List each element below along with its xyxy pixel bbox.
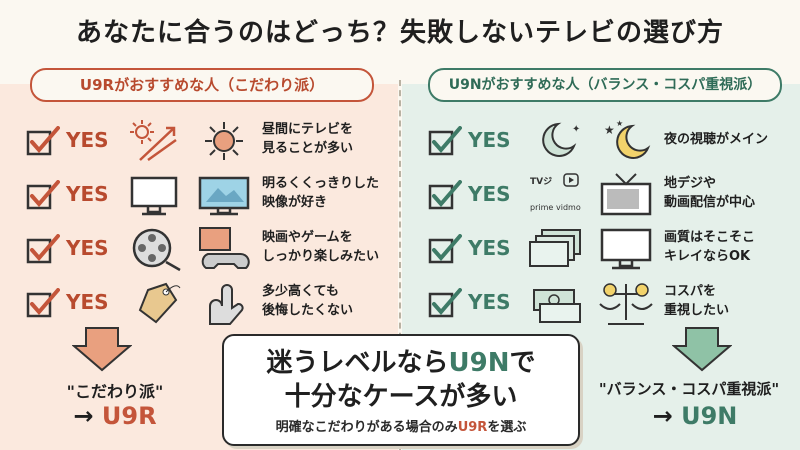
conclusion-line-3-post: を選ぶ: [487, 420, 527, 435]
u9r-row-3-text: 映画やゲームを しっかり楽しみたい: [262, 230, 380, 264]
checkbox-icon: [26, 180, 60, 210]
checkbox-icon: [428, 126, 462, 156]
conclusion-line-3-model: U9R: [457, 420, 488, 435]
yes-label: YES: [468, 128, 511, 152]
thinking-hand-icon: [209, 284, 244, 325]
tv-icon: [130, 176, 178, 216]
yes-label: YES: [468, 290, 511, 314]
sun-icon: [205, 122, 243, 160]
u9n-result-model: U9N: [681, 402, 738, 430]
u9r-row-4: YES 多少高くても 後悔したくない: [26, 280, 398, 330]
u9r-header: U9Rがおすすめな人（こだわり派）: [30, 68, 374, 102]
u9n-header: U9Nがおすすめな人（バランス・コスパ重視派）: [428, 68, 782, 102]
u9r-row-2-text: 明るくくっきりした 映像が好き: [262, 176, 380, 210]
panel-divider: [399, 80, 401, 450]
price-tag-icon: [138, 282, 181, 324]
u9r-row-1-text: 昼間にテレビを 見ることが多い: [262, 122, 354, 156]
u9n-row-4-text: コスパを 重視したい: [664, 284, 730, 318]
u9r-row-3: YES 映画やゲームを しっかり楽しみたい: [26, 226, 398, 276]
conclusion-line-1-post: で: [509, 348, 536, 378]
u9r-result: → U9R: [20, 402, 210, 430]
arrow-right-icon: →: [652, 402, 673, 430]
u9n-row-1-text: 夜の視聴がメイン: [664, 132, 769, 147]
moon-icon: ✦: [542, 122, 580, 157]
moon-stars-icon: ★★: [604, 119, 651, 159]
conclusion-box: 迷うレベルならU9Nで 十分なケースが多い 明確なこだわりがある場合のみU9Rを…: [222, 334, 580, 446]
streaming-apps-icon: TVジ prime vidmo: [530, 173, 581, 212]
checkbox-icon: [26, 288, 60, 318]
page-title: あなたに合うのはどっち？失敗しないテレビの選び方: [75, 18, 724, 48]
yes-label: YES: [66, 236, 109, 260]
u9n-row-3: YES 画質はそこそこ キレイならOK: [428, 226, 800, 276]
retro-tv-icon: [600, 173, 652, 216]
tv-icon: [600, 228, 652, 270]
yes-label: YES: [66, 182, 109, 206]
checkbox-icon: [428, 288, 462, 318]
film-reel-icon: [132, 228, 181, 272]
yes-label: YES: [66, 290, 109, 314]
checkbox-icon: [428, 234, 462, 264]
u9n-result-label: "バランス・コスパ重視派": [598, 380, 780, 398]
conclusion-line-3: 明確なこだわりがある場合のみU9Rを選ぶ: [224, 416, 578, 435]
yes-label: YES: [468, 236, 511, 260]
yes-label: YES: [66, 128, 109, 152]
gamepad-icon: [199, 227, 250, 269]
u9n-result: → U9N: [600, 402, 790, 430]
conclusion-line-2: 十分なケースが多い: [284, 382, 518, 412]
u9r-row-1: YES 昼間にテレビを 見ることが多い: [26, 118, 398, 168]
u9n-row-2-text: 地デジや 動画配信が中心: [664, 176, 756, 210]
checkbox-icon: [26, 126, 60, 156]
u9r-result-model: U9R: [101, 402, 157, 430]
u9r-result-label: "こだわり派": [66, 382, 164, 401]
app-label-prime: prime: [530, 203, 553, 212]
down-arrow-icon: [672, 327, 732, 372]
money-icon: [533, 289, 581, 323]
down-arrow-icon: [72, 327, 132, 372]
stacked-screens-icon: [529, 229, 581, 267]
checkbox-icon: [428, 180, 462, 210]
conclusion-line-1-pre: 迷うレベルなら: [266, 348, 449, 378]
u9n-row-3-text: 画質はそこそこ キレイならOK: [664, 230, 756, 264]
arrow-right-icon: →: [73, 402, 94, 430]
u9r-row-2: YES 明るくくっきりした 映像が好き: [26, 172, 398, 222]
checkbox-icon: [26, 234, 60, 264]
conclusion-line-1: 迷うレベルならU9Nで: [224, 342, 578, 379]
balance-scale-icon: [599, 283, 653, 325]
app-label-vidmo: vidmo: [556, 203, 581, 212]
sun-rays-icon: [130, 120, 177, 162]
u9n-row-4: YES コスパを 重視したい: [428, 280, 800, 330]
svg-text:★: ★: [604, 123, 615, 137]
u9n-row-2: YES TVジ prime vidmo 地デジや 動画配信が中心: [428, 172, 800, 222]
yes-label: YES: [468, 182, 511, 206]
conclusion-line-1-model: U9N: [448, 348, 510, 378]
svg-text:✦: ✦: [572, 124, 580, 135]
svg-text:★: ★: [616, 119, 623, 128]
bright-tv-icon: [198, 176, 250, 216]
app-label-tv: TVジ: [530, 176, 552, 187]
u9r-row-4-text: 多少高くても 後悔したくない: [262, 284, 354, 318]
conclusion-line-3-pre: 明確なこだわりがある場合のみ: [275, 420, 458, 435]
u9n-row-1: YES ✦ ★★ 夜の視聴がメイン: [428, 118, 800, 168]
